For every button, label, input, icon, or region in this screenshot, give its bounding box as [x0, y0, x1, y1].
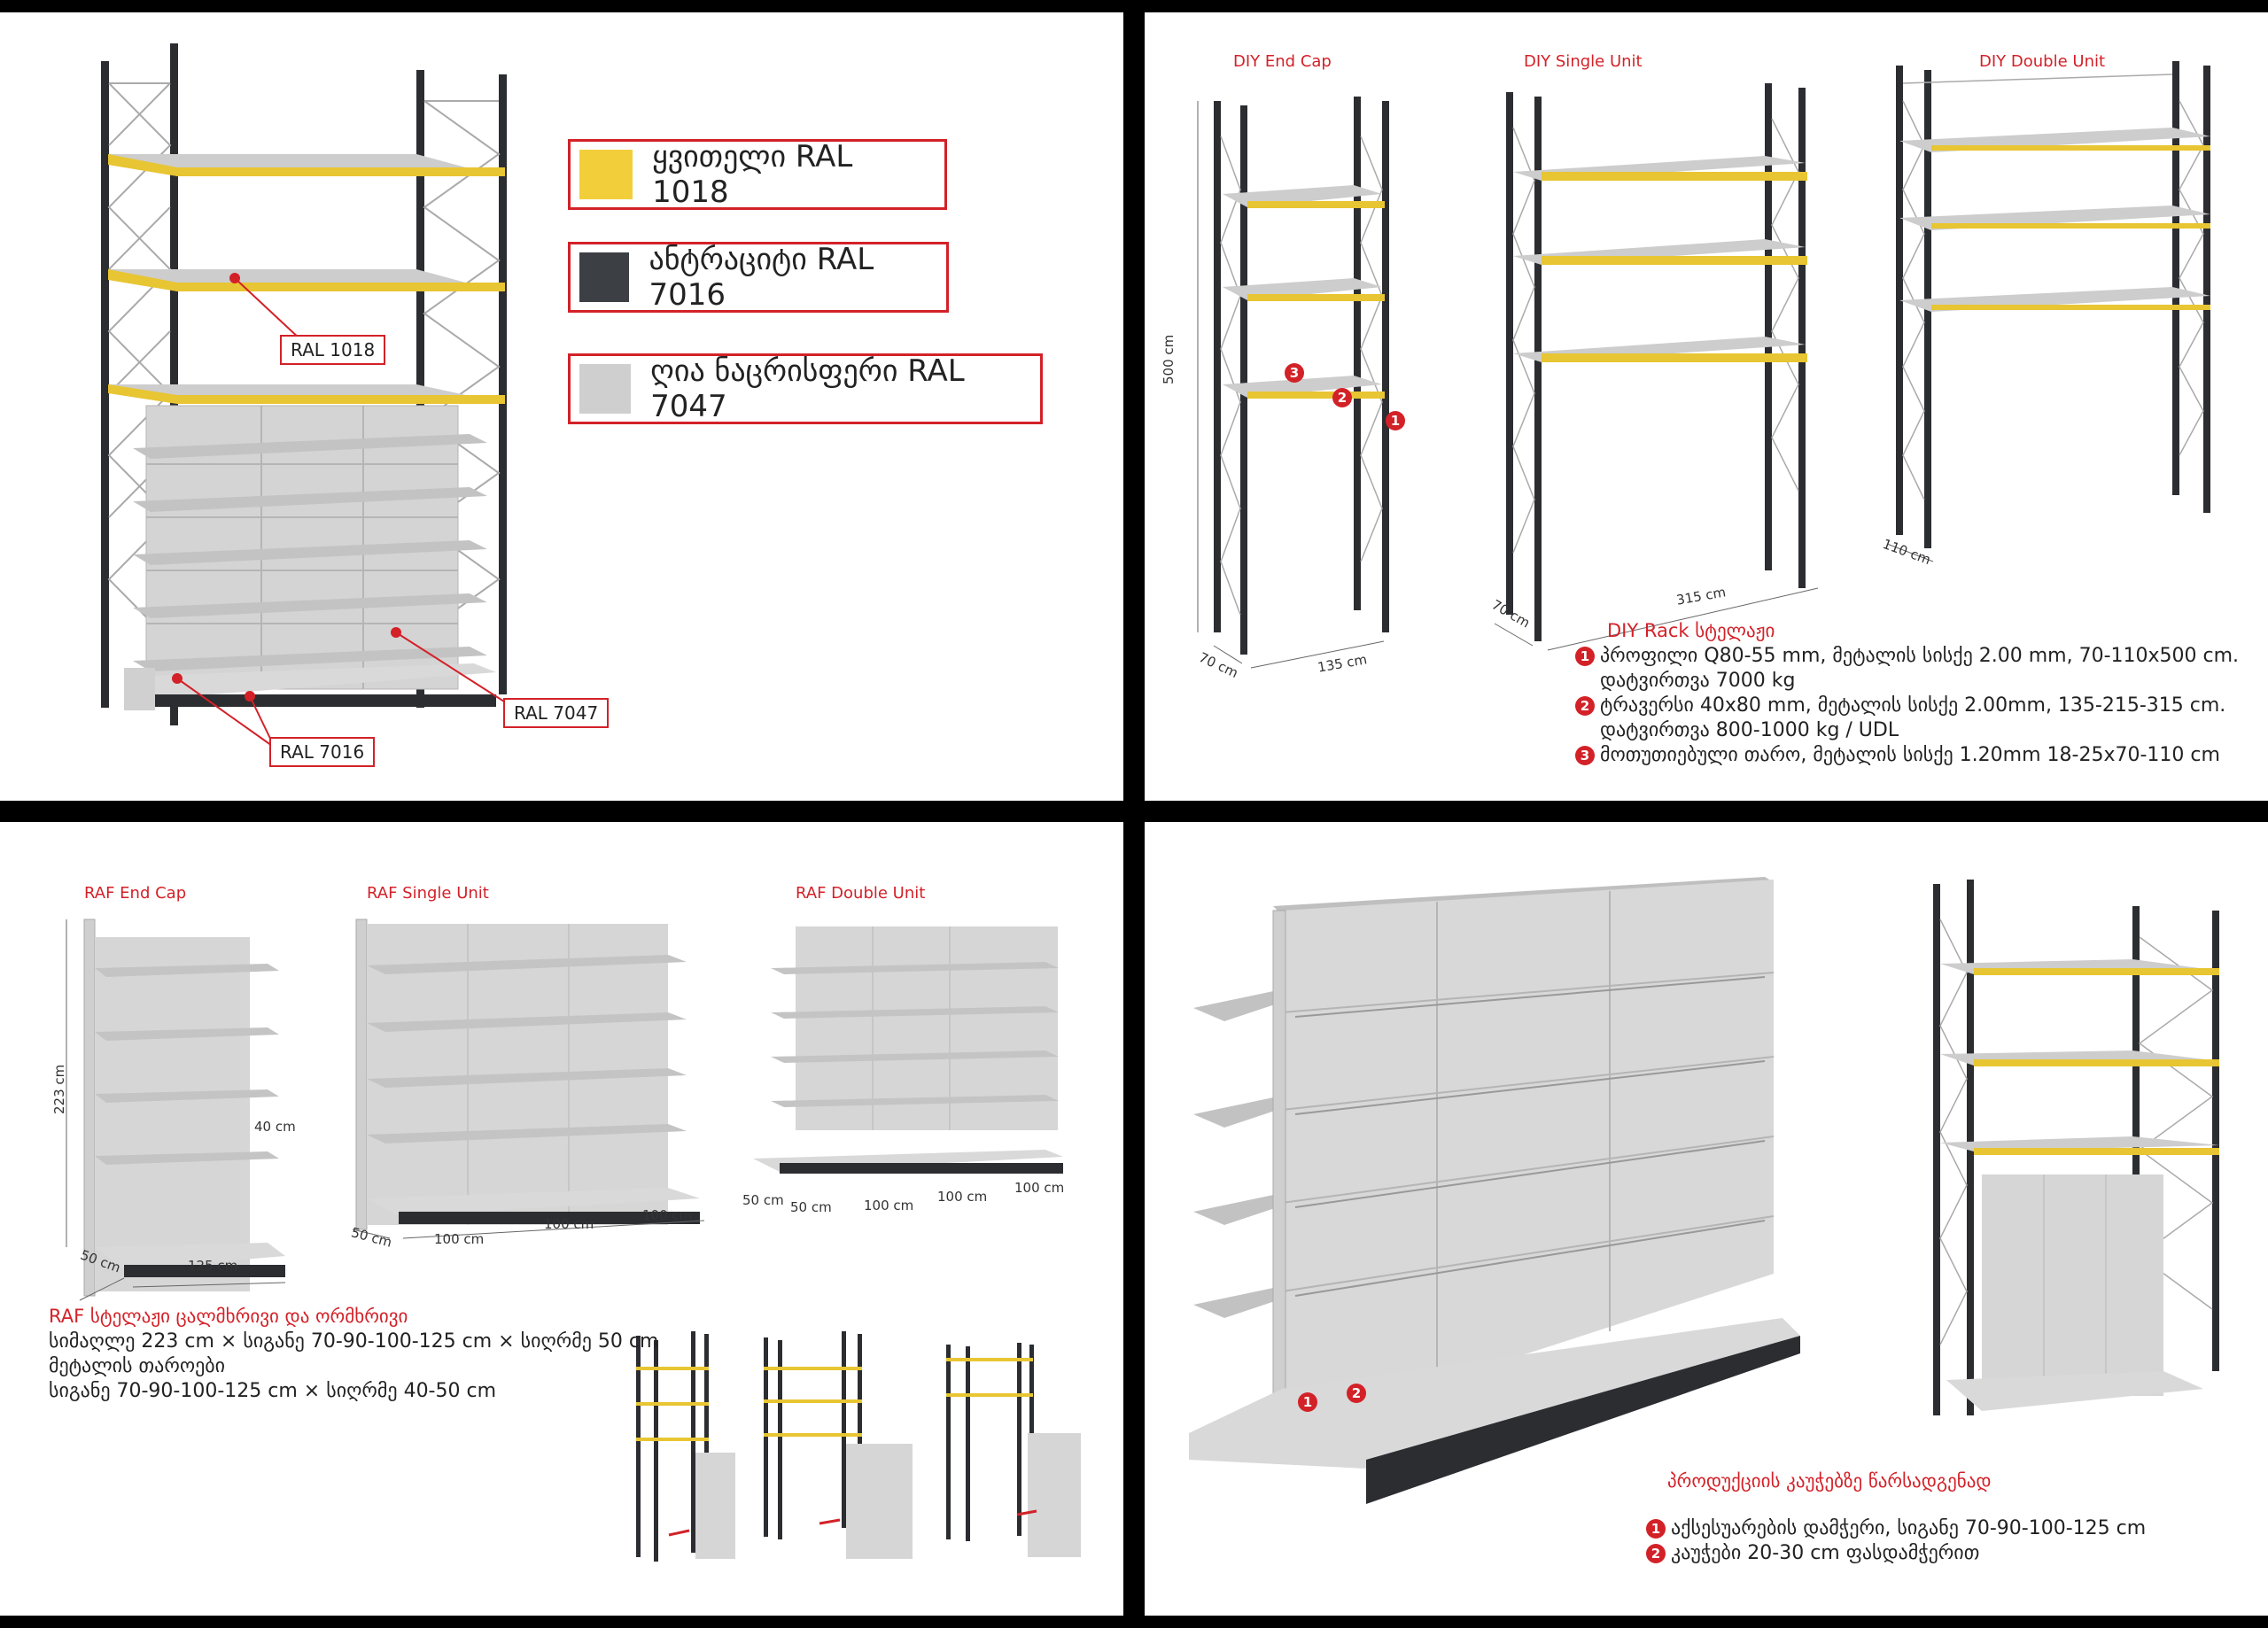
- raf-spec-line-2: მეტალის თაროები: [49, 1355, 226, 1377]
- hook-marker-2: 2: [1347, 1384, 1366, 1403]
- raf-heading: RAF სტელაჟი ცალმხრივი და ორმხრივი: [49, 1306, 408, 1327]
- raf-rack-illustrations: [66, 919, 1081, 1562]
- diy-heading: DIY Rack სტელაჟი: [1607, 620, 1775, 641]
- spec-number-3: 3: [1575, 746, 1595, 765]
- swatch-label-anthracite: ანტრაციტი RAL 7016: [649, 242, 874, 313]
- diy-spec-1-line-2: დატვირთვა 7000 kg: [1600, 670, 1796, 692]
- title-diy-double-unit: DIY Double Unit: [1979, 52, 2106, 71]
- raf-spec-list: სიმაღლე 223 cm × სიგანე 70-90-100-125 cm…: [49, 1330, 658, 1404]
- title-diy-single-unit: DIY Single Unit: [1524, 52, 1643, 71]
- hook-spec-2-text: კაუჭები 20-30 cm ფასდამჭერით: [1671, 1542, 1980, 1564]
- dim-raf-height: 223 cm: [51, 1064, 67, 1114]
- hook-spec-1-text: აქსესუარების დამჭერი, სიგანე 70-90-100-1…: [1671, 1517, 2147, 1539]
- diy-spec-1: 1 პროფილი Q80-55 mm, მეტალის სისქე 2.00 m…: [1575, 644, 2239, 669]
- color-swatch-yellow: [579, 150, 633, 199]
- hook-marker-1: 1: [1298, 1392, 1317, 1412]
- dim-raf-width-a: 100 cm: [434, 1231, 485, 1247]
- title-diy-end-cap: DIY End Cap: [1233, 52, 1332, 71]
- spec-number-1: 1: [1575, 647, 1595, 666]
- dim-raf-depth-3b: 50 cm: [790, 1199, 832, 1215]
- diy-spec-3: 3 მოთუთიებული თარო, მეტალის სისქე 1.20mm …: [1575, 743, 2239, 768]
- panel-color-options: ყვითელი RAL 1018 ანტრაციტი RAL 7016 ღია …: [0, 12, 1123, 801]
- panel-diy-rack: DIY End Cap DIY Single Unit DIY Double U…: [1145, 12, 2268, 801]
- dim-raf-width-3a: 100 cm: [864, 1198, 914, 1213]
- dim-height-500: 500 cm: [1161, 334, 1177, 384]
- tag-ral-7047: RAL 7047: [503, 698, 610, 728]
- dim-raf-shelf: 40 cm: [254, 1119, 296, 1135]
- panel-raf-rack: RAF End Cap RAF Single Unit RAF Double U…: [0, 822, 1123, 1616]
- diy-spec-2-line-1: ტრავერსი 40x80 mm, მეტალის სისქე 2.00mm,…: [1600, 694, 2226, 717]
- hook-heading: პროდუქციის კაუჭებზე წარსადგენად: [1667, 1470, 1992, 1492]
- title-raf-double-unit: RAF Double Unit: [796, 884, 926, 903]
- diy-rack-illustrations: [1197, 61, 2210, 669]
- dim-raf-width-b: 100 cm: [544, 1216, 594, 1232]
- diy-spec-2-line-2: დატვირთვა 800-1000 kg / UDL: [1600, 719, 1899, 741]
- marker-1: 1: [1386, 411, 1405, 430]
- spec-number-2: 2: [1575, 696, 1595, 716]
- hook-spec-number-1: 1: [1646, 1519, 1666, 1539]
- raf-spec-line-1: სიმაღლე 223 cm × სიგანე 70-90-100-125 cm…: [49, 1330, 659, 1353]
- swatch-anthracite-row: ანტრაციტი RAL 7016: [568, 242, 949, 313]
- swatch-label-yellow: ყვითელი RAL 1018: [652, 139, 853, 210]
- swatch-yellow-row: ყვითელი RAL 1018: [568, 139, 947, 210]
- hook-spec-2: 2 კაუჭები 20-30 cm ფასდამჭერით: [1646, 1541, 2146, 1566]
- title-raf-end-cap: RAF End Cap: [84, 884, 187, 903]
- dim-raf-width-3c: 100 cm: [1014, 1180, 1065, 1196]
- diy-spec-list: 1 პროფილი Q80-55 mm, მეტალის სისქე 2.00 m…: [1575, 644, 2239, 768]
- diy-spec-1-line-1: პროფილი Q80-55 mm, მეტალის სისქე 2.00 mm…: [1600, 645, 2240, 667]
- gondola-hook-illustration: [1189, 877, 2219, 1504]
- dim-raf-width-125: 125 cm: [188, 1258, 238, 1274]
- tag-ral-7016: RAL 7016: [269, 737, 376, 767]
- diy-spec-3-line-1: მოთუთიებული თარო, მეტალის სისქე 1.20mm 1…: [1600, 744, 2220, 766]
- rack-combo-illustration: [101, 43, 515, 748]
- swatch-lightgrey-row: ღია ნაცრისფერი RAL 7047: [568, 353, 1043, 424]
- color-swatch-lightgrey: [579, 364, 632, 414]
- dim-raf-width-c: 100 cm: [642, 1207, 693, 1223]
- color-swatch-anthracite: [579, 252, 630, 302]
- marker-3: 3: [1285, 363, 1304, 383]
- title-raf-single-unit: RAF Single Unit: [367, 884, 489, 903]
- swatch-label-lightgrey: ღია ნაცრისფერი RAL 7047: [650, 353, 965, 424]
- raf-spec-line-3: სიგანე 70-90-100-125 cm × სიღრმე 40-50 c…: [49, 1380, 497, 1402]
- dim-raf-width-3b: 100 cm: [937, 1189, 988, 1205]
- tag-ral-1018: RAL 1018: [280, 335, 386, 365]
- dim-raf-depth-3a: 50 cm: [742, 1192, 784, 1208]
- marker-2: 2: [1332, 388, 1352, 407]
- hook-spec-number-2: 2: [1646, 1544, 1666, 1563]
